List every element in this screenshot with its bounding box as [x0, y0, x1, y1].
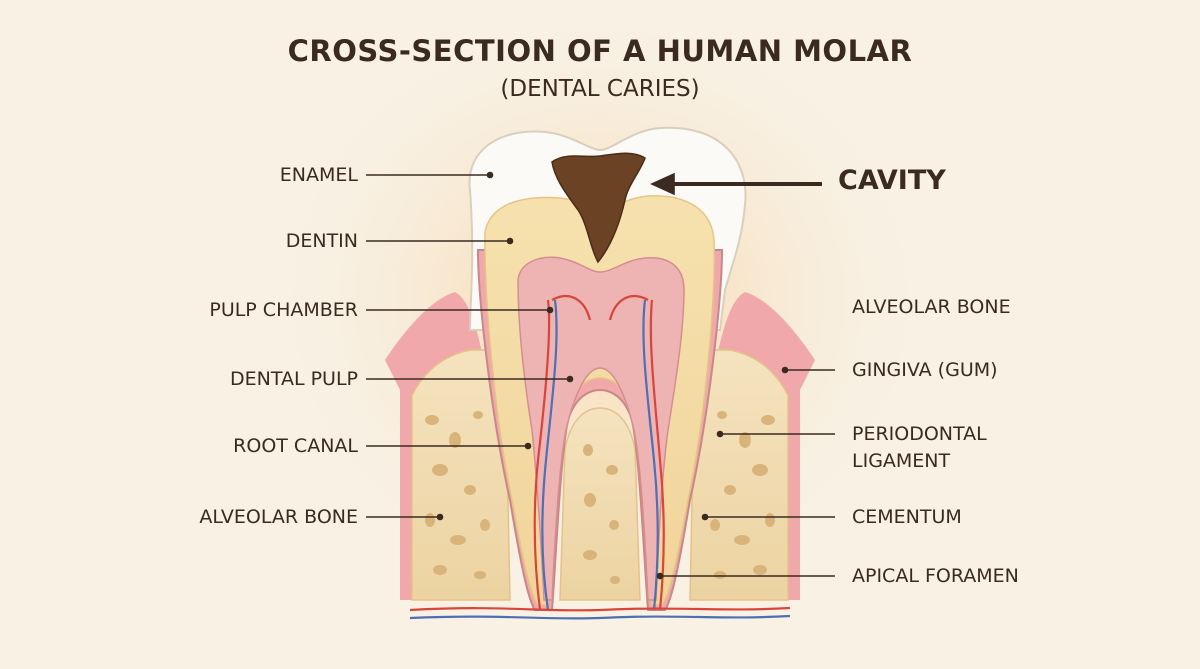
label-gingiva: GINGIVA (GUM) [852, 359, 998, 381]
diagram-subtitle: (DENTAL CARIES) [500, 76, 700, 102]
label-pulp-chamber: PULP CHAMBER [209, 299, 358, 321]
label-alveolar-bone-left: ALVEOLAR BONE [199, 506, 358, 528]
blood-vessels [409, 294, 791, 620]
label-apical-foramen: APICAL FORAMEN [852, 565, 1019, 587]
label-periodontal-ligament-line2: LIGAMENT [852, 450, 951, 472]
label-cementum: CEMENTUM [852, 506, 962, 528]
label-root-canal: ROOT CANAL [233, 435, 358, 457]
diagram-title: CROSS-SECTION OF A HUMAN MOLAR [287, 34, 913, 68]
cavity-shape [551, 152, 646, 264]
label-dentin: DENTIN [285, 230, 358, 252]
inter-root-bone-shape [559, 407, 641, 601]
label-dental-pulp: DENTAL PULP [229, 368, 358, 390]
label-enamel: ENAMEL [279, 164, 358, 186]
label-alveolar-bone-right: ALVEOLAR BONE [852, 296, 1011, 318]
leader-lines [366, 171, 835, 580]
label-periodontal-ligament-line1: PERIODONTAL [852, 423, 987, 445]
label-cavity: CAVITY [838, 165, 946, 196]
pulp-shape [517, 256, 685, 601]
